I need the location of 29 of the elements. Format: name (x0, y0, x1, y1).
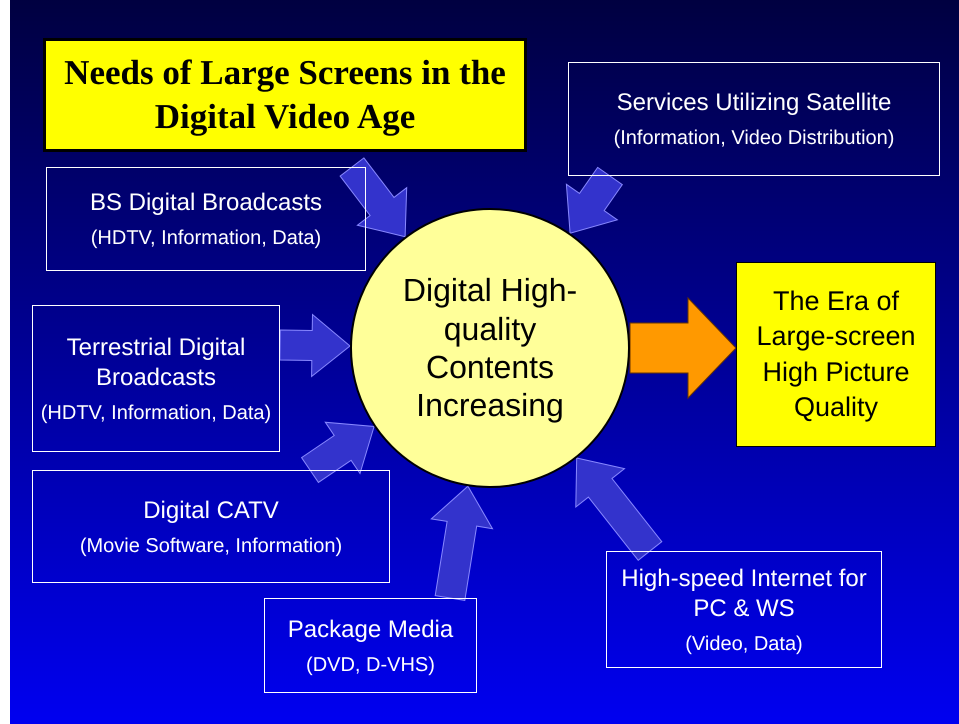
result-box (736, 262, 936, 447)
source-label: Terrestrial Digital Broadcasts (66, 332, 246, 392)
block-arrow (339, 157, 408, 238)
source-box (32, 470, 390, 583)
block-arrow (430, 485, 494, 601)
block-arrow (300, 422, 375, 484)
source-label: Package Media (288, 614, 454, 644)
detail-text: (Information, Video Distribution) (614, 126, 894, 150)
block-arrow (566, 166, 623, 234)
block-arrow (630, 296, 737, 400)
title: Needs of Large Screens in the Digital Video Age (63, 52, 507, 138)
source-label: Digital CATV (143, 496, 279, 526)
source-label: Services Utilizing Satellite (616, 88, 892, 118)
source-box (46, 167, 366, 271)
detail-text: (Video, Data) (685, 632, 803, 656)
detail-text: (DVD, D-VHS) (306, 652, 435, 676)
circle-label: Digital High-quality Contents Increasing (402, 271, 578, 425)
source-box (606, 551, 882, 668)
source-label: High-speed Internet for PC & WS (620, 564, 868, 624)
detail-text: (HDTV, Information, Data) (90, 226, 322, 250)
source-label: BS Digital Broadcasts (90, 188, 322, 218)
source-box (32, 305, 280, 452)
source-box (568, 62, 940, 176)
block-arrow (279, 313, 351, 378)
block-arrow (575, 457, 662, 561)
detail-text: (HDTV, Information, Data) (40, 400, 272, 424)
detail-text: (Movie Software, Information) (80, 534, 342, 558)
source-box (264, 598, 477, 693)
result-label: The Era of Large-screen High Picture Quality (755, 285, 917, 424)
